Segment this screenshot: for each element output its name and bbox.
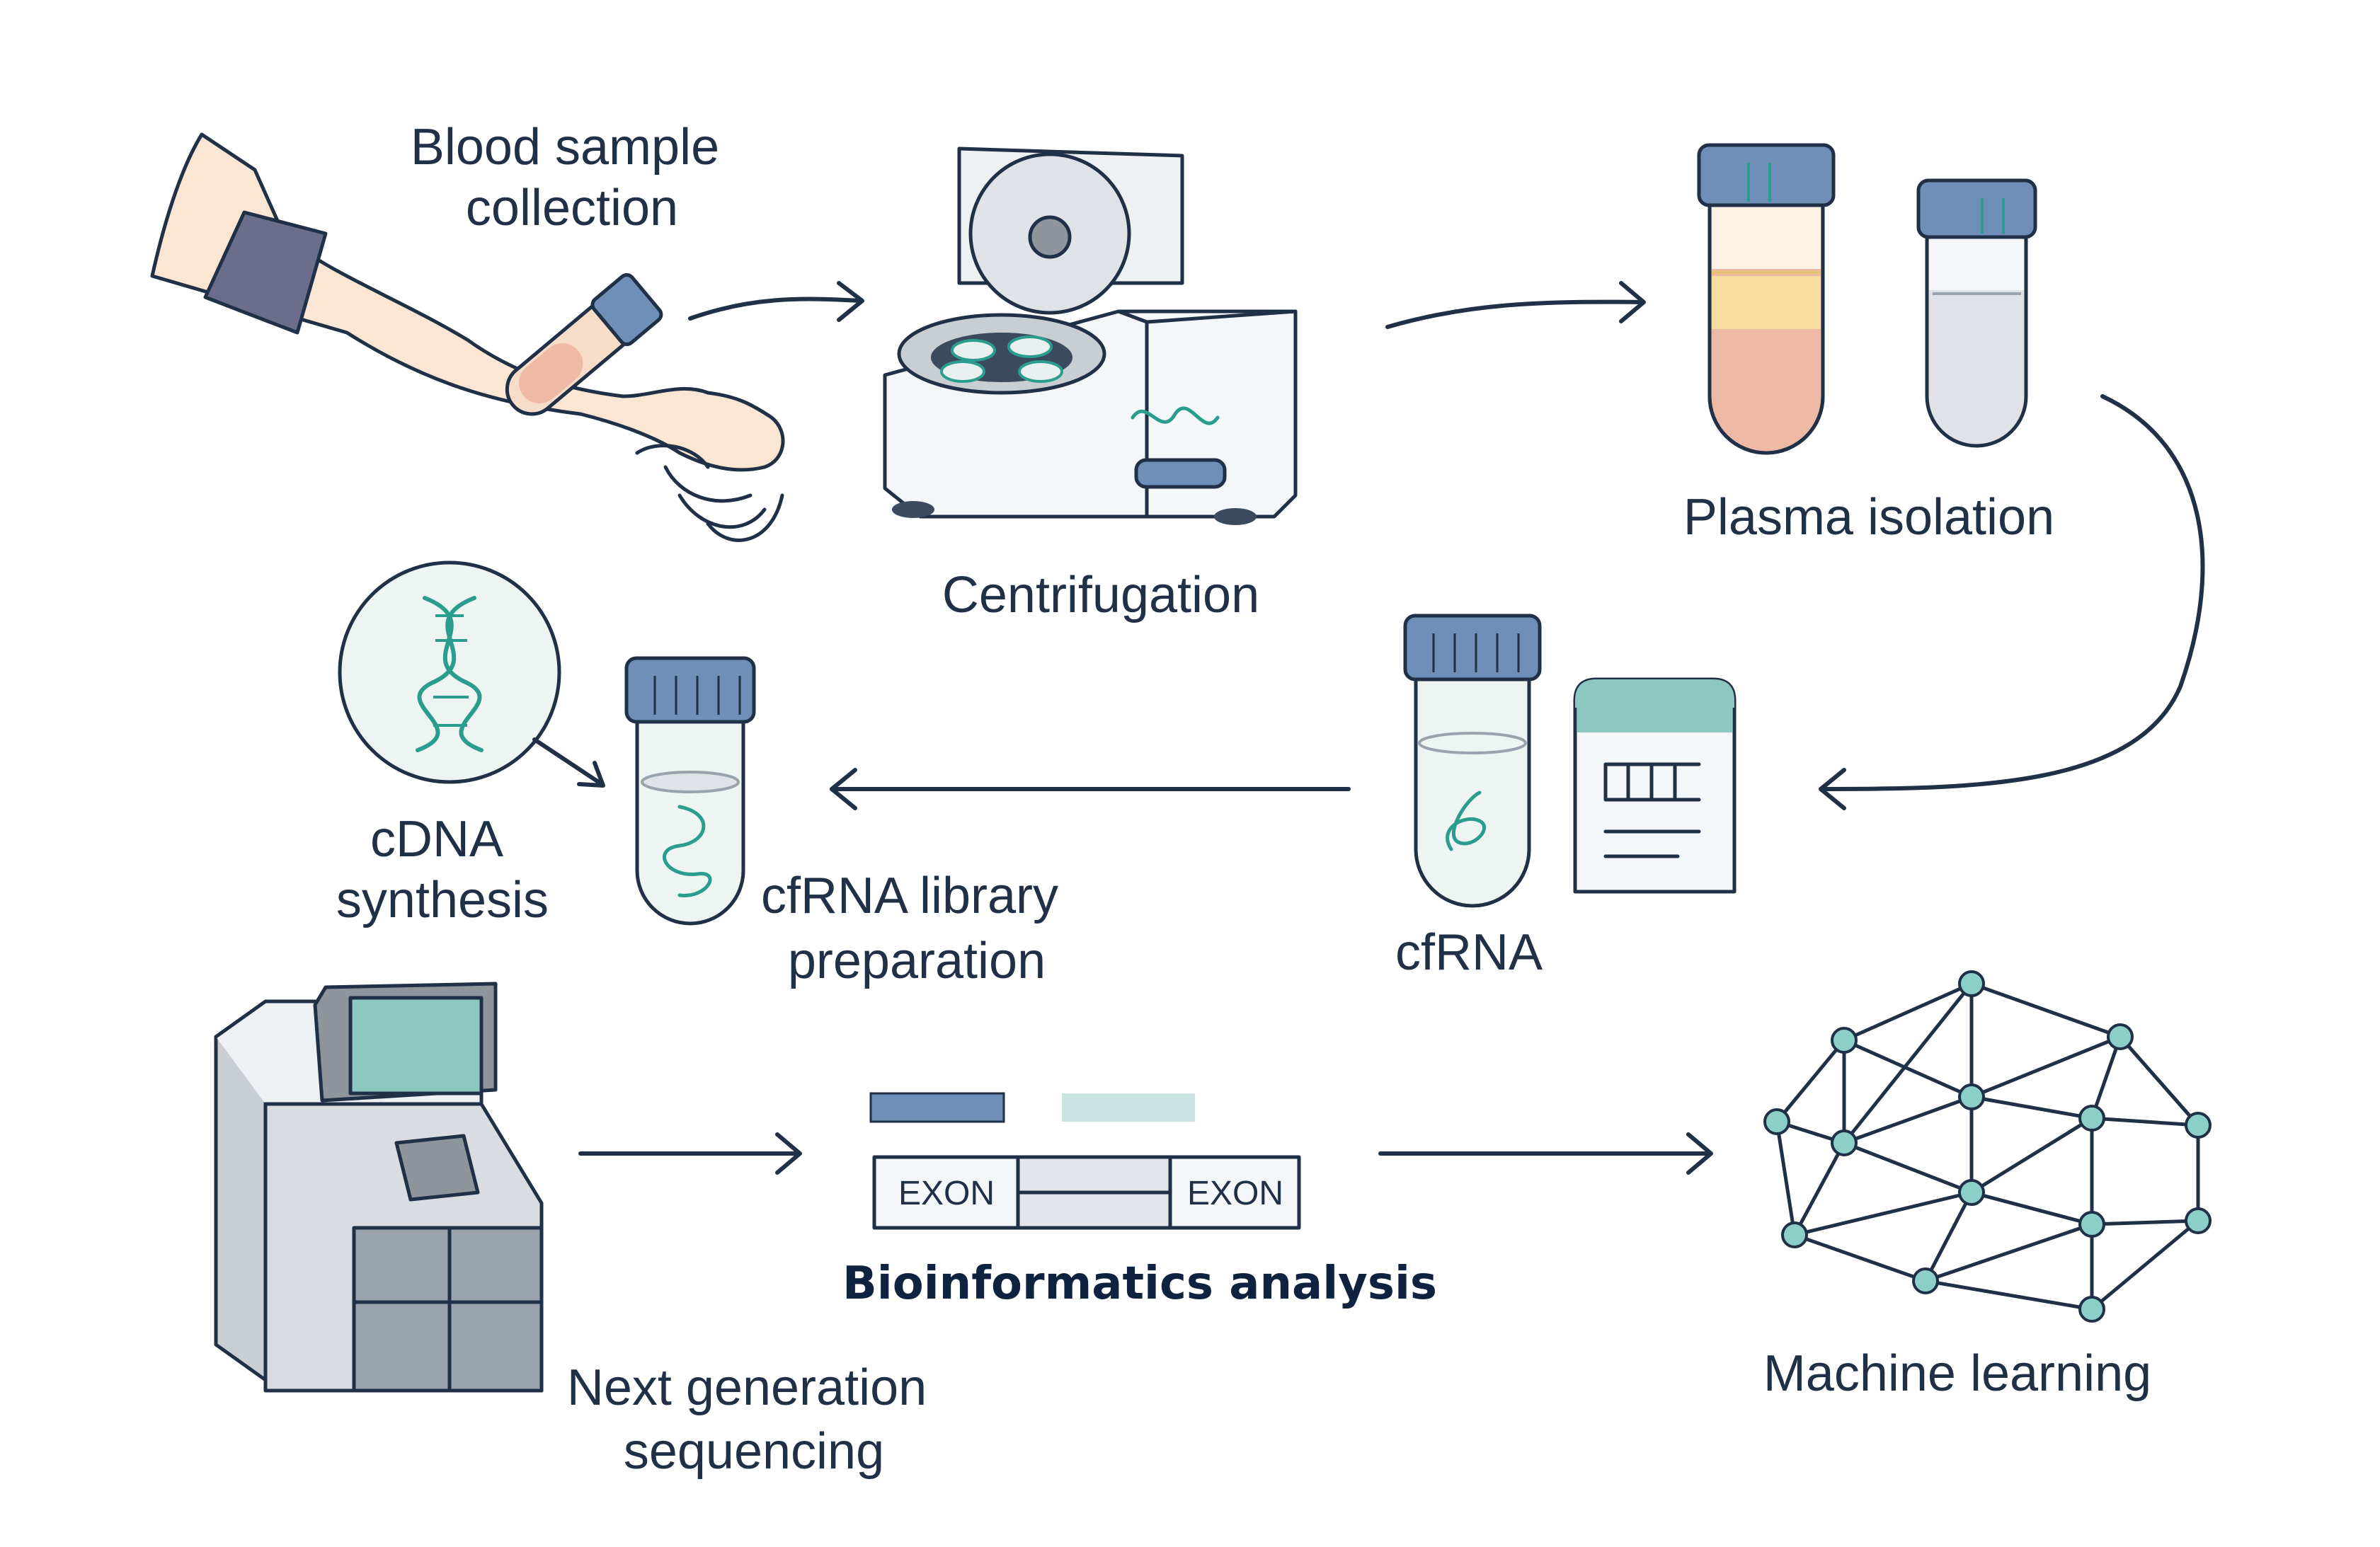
separated-blood-tube: [1697, 143, 1836, 455]
arrow-cdna-to-tube: [532, 737, 604, 786]
dna-magnifier: [338, 560, 561, 784]
exon-left-label: EXON: [898, 1175, 995, 1212]
sequencer-icon: [214, 982, 544, 1393]
centrifugation-label: Centrifugation: [942, 567, 1259, 623]
cfrna-tube: [1403, 614, 1542, 908]
ngs-label: Next generation sequencing: [567, 1359, 941, 1480]
blood-collection-tube: [505, 272, 663, 416]
blood-collection-label: Blood sample collection: [411, 119, 733, 236]
arrow-blood-to-centrifuge: [688, 297, 862, 321]
read-alignment-graphic: [869, 1092, 1301, 1230]
neural-network-icon: [1763, 970, 2212, 1323]
bioinformatics-label: Bioinformatics analysis: [842, 1258, 1437, 1310]
plasma-isolation-label: Plasma isolation: [1683, 489, 2054, 546]
arrow-centrifuge-to-plasma: [1385, 299, 1644, 329]
arrow-plasma-to-cfrna: [1821, 394, 2205, 791]
tourniquet-band: [203, 210, 328, 335]
library-prep-label: cfRNA library preparation: [761, 868, 1072, 989]
machine-learning-label: Machine learning: [1763, 1345, 2151, 1402]
report-card-icon: [1573, 677, 1737, 894]
cdna-synthesis-label: cDNA synthesis: [336, 811, 549, 928]
exon-right-label: EXON: [1187, 1175, 1283, 1212]
library-tube: [624, 656, 756, 926]
centrifuge-icon: [883, 146, 1298, 525]
plasma-tube: [1916, 178, 2037, 448]
cfrna-label: cfRNA: [1395, 924, 1543, 981]
